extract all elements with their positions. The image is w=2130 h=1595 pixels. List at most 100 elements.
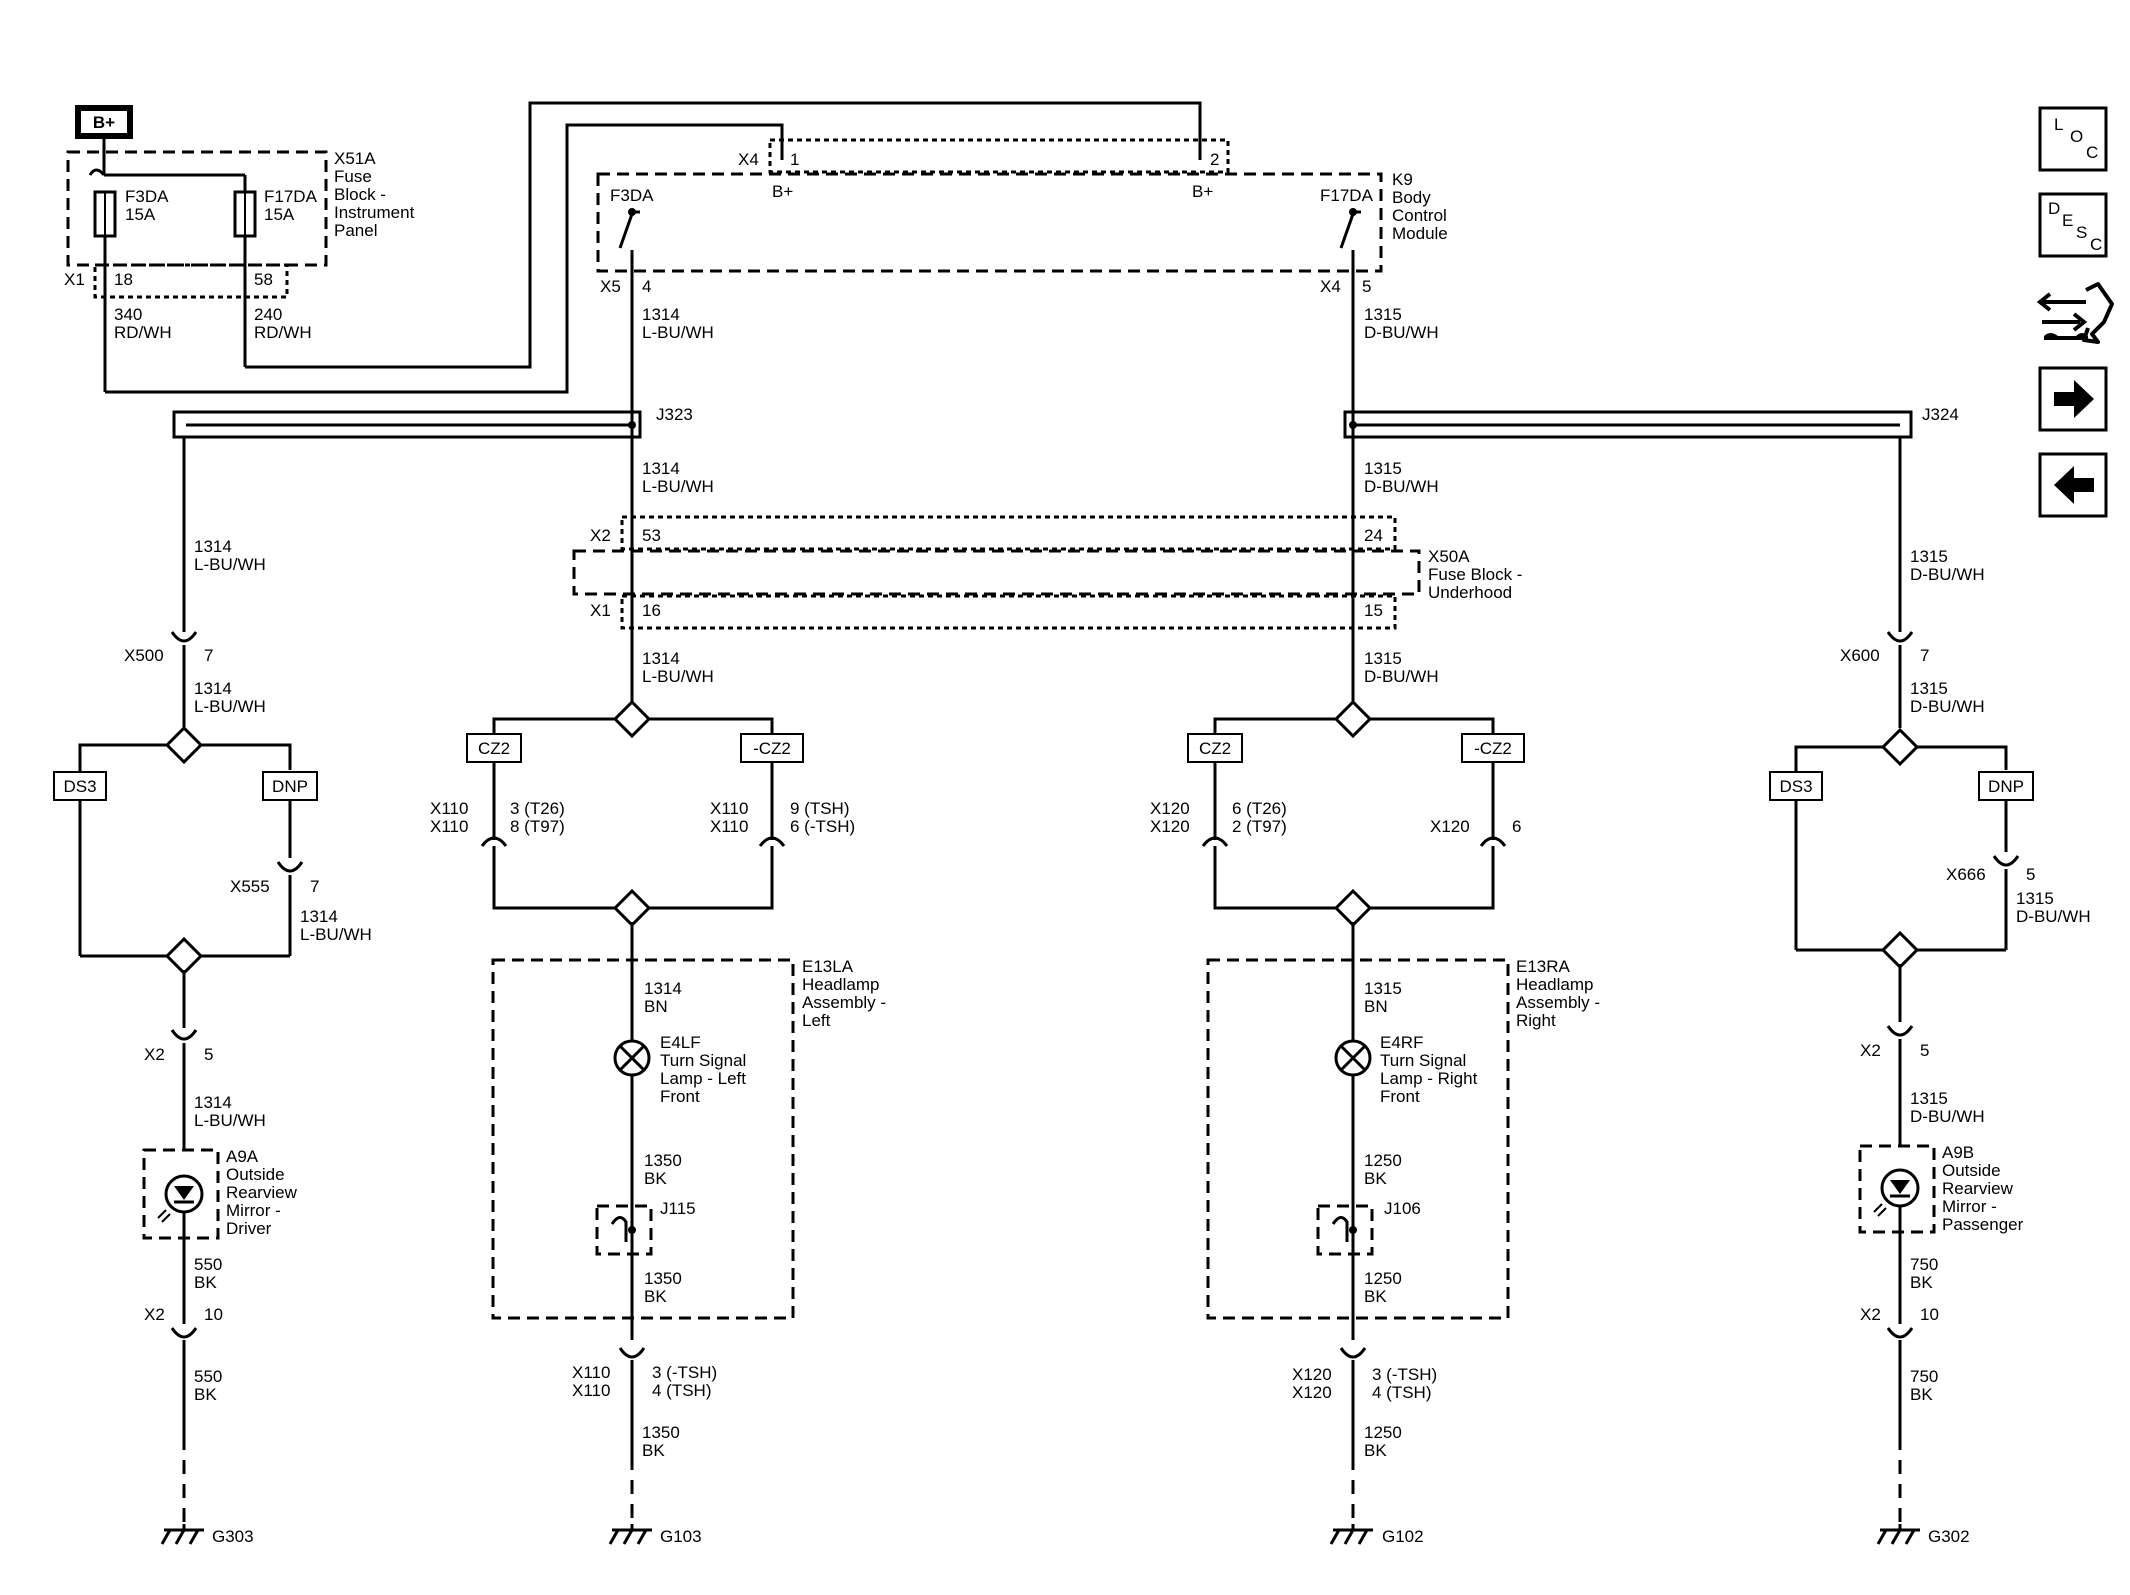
- lamp-e4rf-name-line: Front: [1380, 1087, 1420, 1106]
- ground-icon: [608, 1524, 652, 1545]
- circuit-label: 1315: [1364, 979, 1402, 998]
- splice-j324-label: J324: [1922, 405, 1959, 424]
- circuit-label: BK: [1364, 1287, 1387, 1306]
- option-not-cz2-label: -CZ2: [1474, 739, 1512, 758]
- next-arrow-icon[interactable]: [2038, 366, 2108, 432]
- splice-j115: [595, 1204, 653, 1256]
- circuit-label: BK: [1910, 1273, 1933, 1292]
- connector-x2-label: X2: [1860, 1305, 1881, 1324]
- bcm-bplus-left: B+: [772, 182, 793, 201]
- loc-letter: L: [2054, 115, 2063, 134]
- loc-button[interactable]: L O C: [2038, 106, 2108, 172]
- connector-x110-label: X110: [710, 817, 748, 836]
- connector-x2-label: X2: [144, 1305, 165, 1324]
- fuse-block-uh-name-line: Fuse Block -: [1428, 565, 1522, 584]
- fuse-f17da-name: F17DA: [264, 187, 318, 206]
- connector-x600-pin: 7: [1920, 646, 1929, 665]
- circuit-label: D-BU/WH: [1364, 323, 1439, 342]
- bcm-name-line: Control: [1392, 206, 1447, 225]
- fuse-block-ip-symbol: [88, 168, 106, 176]
- option-cz2-label: CZ2: [478, 739, 510, 758]
- bcm-bplus-right: B+: [1192, 182, 1213, 201]
- bcm-left-out-pin: 4: [642, 277, 651, 296]
- connector-x120-label: X120: [1150, 817, 1190, 836]
- circuit-label: 1314: [642, 459, 680, 478]
- circuit-label: BK: [644, 1169, 667, 1188]
- circuit-label: 1314: [644, 979, 682, 998]
- splice-j106-outline: [1316, 1204, 1374, 1256]
- circuit-label: 550: [194, 1367, 222, 1386]
- pin-18-label: 18: [114, 270, 133, 289]
- fuse-block-ip-name-line: Panel: [334, 221, 377, 240]
- bcm-input-pin-1: 1: [790, 150, 799, 169]
- loc-letter: C: [2086, 143, 2098, 162]
- connector-x600-label: X600: [1840, 646, 1880, 665]
- circuit-label: BK: [1364, 1169, 1387, 1188]
- splice-node: [1333, 699, 1373, 739]
- connector-x666-pin: 5: [2026, 865, 2035, 884]
- back-arrow-icon[interactable]: [2038, 452, 2108, 518]
- bcm-input-pin-2: 2: [1210, 150, 1219, 169]
- option-not-cz2-label: -CZ2: [753, 739, 791, 758]
- connector-x1-uh: [620, 594, 1397, 630]
- circuit-label: 750: [1910, 1367, 1938, 1386]
- connector-x2-label: X2: [1860, 1041, 1881, 1060]
- circuit-label: L-BU/WH: [300, 925, 372, 944]
- connector-x555-pin: 7: [310, 877, 319, 896]
- circuit-label: L-BU/WH: [194, 555, 266, 574]
- bplus-label: B+: [93, 113, 115, 132]
- desc-button[interactable]: D E S C: [2038, 192, 2108, 258]
- ground-icon: [1329, 1524, 1373, 1545]
- circuit-label: 1315: [1364, 649, 1402, 668]
- fuse-f3da-rating: 15A: [125, 205, 156, 224]
- connector-x1-ip: [93, 263, 289, 299]
- circuit-label: BK: [1364, 1441, 1387, 1460]
- lamp-e4lf-name-line: Front: [660, 1087, 700, 1106]
- circuit-label: L-BU/WH: [194, 1111, 266, 1130]
- connector-x110-pin: 6 (-TSH): [790, 817, 855, 836]
- fuse-block-ip-id: X51A: [334, 149, 376, 168]
- bcm-left-fuse: F3DA: [610, 186, 654, 205]
- desc-letter: E: [2062, 211, 2073, 230]
- circuit-label: D-BU/WH: [1910, 697, 1985, 716]
- circuit-label: 1314: [642, 649, 680, 668]
- circuit-label: BK: [194, 1273, 217, 1292]
- lamp-e4rf-name-line: Lamp - Right: [1380, 1069, 1478, 1088]
- circuit-label: D-BU/WH: [1910, 1107, 1985, 1126]
- circuit-label: L-BU/WH: [642, 323, 714, 342]
- bcm-input-connector: [768, 138, 1230, 174]
- connector-x2-pin: 10: [1920, 1305, 1939, 1324]
- circuit-label: 1315: [1910, 679, 1948, 698]
- lamp-bulb-icon: [1334, 1039, 1372, 1077]
- bcm-right-out-connector: X4: [1320, 277, 1341, 296]
- connector-x500-pin: 7: [204, 646, 213, 665]
- assembly-e13la-name-line: Left: [802, 1011, 831, 1030]
- connector-x110-label: X110: [430, 817, 468, 836]
- splice-node: [164, 936, 204, 976]
- circuit-label: 1314: [194, 1093, 232, 1112]
- wire-340-route: [105, 123, 784, 394]
- connector-x110-label: X110: [572, 1381, 610, 1400]
- assembly-e13la-id: E13LA: [802, 957, 854, 976]
- option-cz2-label: CZ2: [1199, 739, 1231, 758]
- loc-letter: O: [2070, 127, 2083, 146]
- splice-node: [1880, 727, 1920, 767]
- left-mirror-branch: 1314 L-BU/WH X500 7 1314 L-BU/WH DS3 DNP…: [53, 437, 372, 1546]
- circuit-label: 1315: [1364, 305, 1402, 324]
- desc-letter: C: [2090, 235, 2102, 254]
- connector-x120-pin: 3 (-TSH): [1372, 1365, 1437, 1384]
- circuit-label: 1350: [644, 1151, 682, 1170]
- option-ds3-label: DS3: [63, 777, 96, 796]
- connector-view-icon[interactable]: [2036, 282, 2114, 344]
- circuit-label: BK: [642, 1441, 665, 1460]
- connector-x1-ip-label: X1: [64, 270, 85, 289]
- circuit-label: BK: [194, 1385, 217, 1404]
- connector-x2-uh-label: X2: [590, 526, 611, 545]
- option-dnp: [262, 771, 318, 801]
- assembly-e13ra-outline: [1206, 958, 1510, 1320]
- left-headlamp-branch: CZ2 -CZ2 X110 X110 3 (T26) 8 (T97) X110 …: [430, 699, 886, 1546]
- splice-j106-label: J106: [1384, 1199, 1421, 1218]
- body-control-module: X4 1 2 B+ B+ K9 Body Control Module F3DA…: [596, 138, 1448, 296]
- lamp-e4lf-name-line: Lamp - Left: [660, 1069, 746, 1088]
